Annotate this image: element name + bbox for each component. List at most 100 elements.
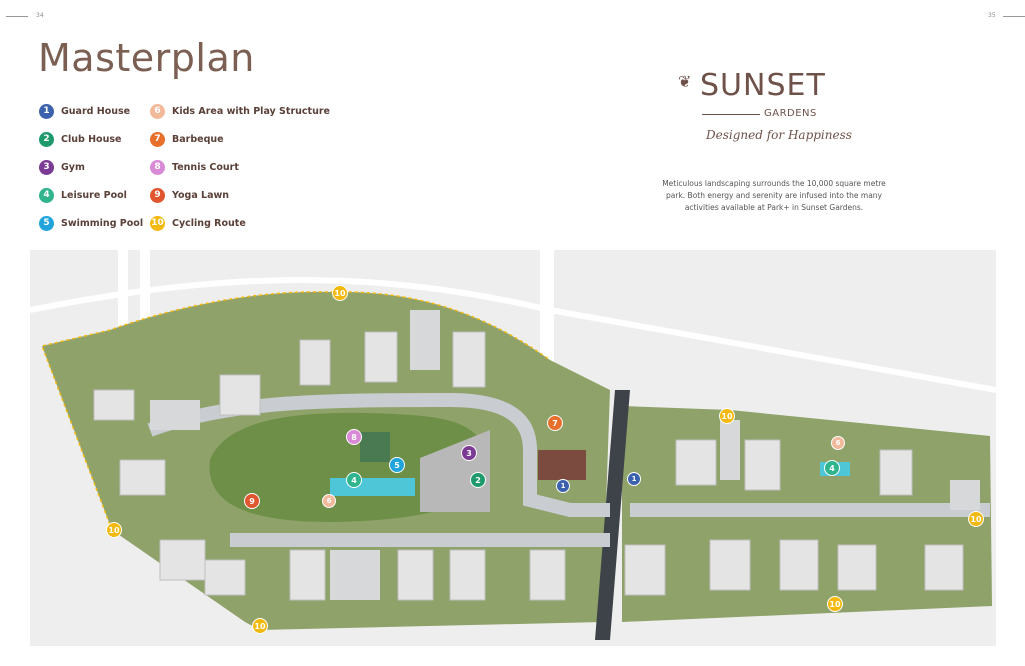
map-marker-cycling-route: 10 — [106, 522, 122, 538]
map-marker-leisure-pool: 4 — [824, 460, 840, 476]
map-marker-kids-area: 6 — [322, 494, 336, 508]
leisure-pool-shape — [330, 478, 415, 496]
parking — [150, 400, 200, 430]
legend-badge: 9 — [150, 187, 165, 203]
cycling-route-path — [40, 291, 551, 531]
block — [219, 374, 261, 416]
page-number-right: 35 — [988, 12, 996, 19]
block — [624, 544, 666, 596]
legend-item-cycling-route: 10 Cycling Route — [150, 209, 330, 237]
legend-label: Club House — [61, 133, 122, 145]
block — [204, 559, 246, 596]
outer-road — [30, 277, 996, 393]
legend-badge: 6 — [150, 103, 165, 119]
page-number-left: 34 — [36, 12, 44, 19]
legend-badge: 2 — [39, 131, 54, 147]
sunset-gardens-logo: ❦ SUNSET GARDENS Designed for Happiness — [678, 68, 868, 148]
map-marker-gym: 3 — [461, 445, 477, 461]
map-marker-swimming-pool: 5 — [389, 457, 405, 473]
block — [709, 539, 751, 591]
block — [119, 459, 166, 496]
parking-areas — [150, 310, 980, 600]
block — [452, 331, 486, 388]
logo-sub: GARDENS — [764, 108, 817, 119]
legend-item-barbeque: 7 Barbeque — [150, 125, 330, 153]
block — [744, 439, 781, 491]
block — [449, 549, 486, 601]
block — [779, 539, 819, 591]
legend-label: Kids Area with Play Structure — [172, 105, 330, 117]
block — [837, 544, 877, 591]
legend-badge: 4 — [39, 187, 54, 203]
legend-badge: 7 — [150, 131, 165, 147]
main-road — [595, 390, 630, 640]
residential-blocks-east — [624, 439, 964, 596]
legend-label: Gym — [61, 161, 85, 173]
parking — [330, 550, 380, 600]
legend-label: Barbeque — [172, 133, 224, 145]
page-rule-right — [1003, 16, 1025, 17]
map-marker-cycling-route: 10 — [719, 408, 735, 424]
legend-label: Guard House — [61, 105, 131, 117]
block — [299, 339, 331, 386]
logo-tagline: Designed for Happiness — [706, 128, 852, 142]
block — [159, 539, 206, 581]
leaf-icon: ❦ — [678, 74, 692, 91]
description-text: Meticulous landscaping surrounds the 10,… — [662, 179, 886, 212]
legend-item-kids-area: 6 Kids Area with Play Structure — [150, 97, 330, 125]
map-marker-cycling-route: 10 — [332, 285, 348, 301]
legend-badge: 5 — [39, 215, 54, 231]
legend-badge: 1 — [39, 103, 54, 119]
block — [364, 331, 398, 383]
map-marker-leisure-pool: 4 — [346, 472, 362, 488]
block — [675, 439, 717, 486]
parking — [950, 480, 980, 510]
block — [93, 389, 135, 421]
outer-road-north — [118, 250, 128, 330]
map-marker-kids-area: 6 — [831, 436, 845, 450]
block — [924, 544, 964, 591]
legend-item-tennis-court: 8 Tennis Court — [150, 153, 330, 181]
site-plan-illustration — [30, 250, 996, 646]
legend-label: Swimming Pool — [61, 217, 144, 229]
logo-divider — [702, 114, 760, 115]
outer-road-north-2 — [140, 250, 150, 330]
legend-badge: 8 — [150, 159, 165, 175]
legend-label: Tennis Court — [172, 161, 239, 173]
map-marker-barbeque: 7 — [547, 415, 563, 431]
logo-word: SUNSET — [700, 68, 826, 103]
legend-item-guard-house: 1 Guard House — [39, 97, 143, 125]
legend-item-club-house: 2 Club House — [39, 125, 143, 153]
legend-item-swimming-pool: 5 Swimming Pool — [39, 209, 143, 237]
outer-road-north-3 — [540, 250, 554, 390]
legend-label: Yoga Lawn — [172, 189, 230, 201]
map-marker-club-house: 2 — [470, 472, 486, 488]
map-marker-guard-house: 1 — [556, 479, 570, 493]
map-marker-cycling-route: 10 — [827, 596, 843, 612]
legend-badge: 3 — [39, 159, 54, 175]
map-marker-tennis-court: 8 — [346, 429, 362, 445]
legend-label: Cycling Route — [172, 217, 246, 229]
map-marker-guard-house: 1 — [627, 472, 641, 486]
legend-column-1: 1 Guard House 2 Club House 3 Gym 4 Leisu… — [39, 97, 143, 237]
tennis-court-shape — [360, 432, 390, 462]
block — [397, 549, 434, 601]
legend-badge: 10 — [150, 215, 165, 231]
map-marker-cycling-route: 10 — [252, 618, 268, 634]
page-title: Masterplan — [38, 36, 255, 80]
parking — [410, 310, 440, 370]
masterplan-map: 10 10 10 10 10 10 7 8 5 3 2 4 6 9 1 1 6 … — [30, 250, 996, 646]
block — [529, 549, 566, 601]
residential-blocks-west — [93, 331, 566, 601]
block — [879, 449, 913, 496]
barbeque-pavilion — [538, 450, 586, 480]
parking — [720, 420, 740, 480]
legend-item-yoga-lawn: 9 Yoga Lawn — [150, 181, 330, 209]
page-rule-left — [6, 16, 28, 17]
central-park — [209, 412, 485, 522]
legend-label: Leisure Pool — [61, 189, 127, 201]
block — [289, 549, 326, 601]
legend-column-2: 6 Kids Area with Play Structure 7 Barbeq… — [150, 97, 330, 237]
map-marker-yoga-lawn: 9 — [244, 493, 260, 509]
legend-item-leisure-pool: 4 Leisure Pool — [39, 181, 143, 209]
